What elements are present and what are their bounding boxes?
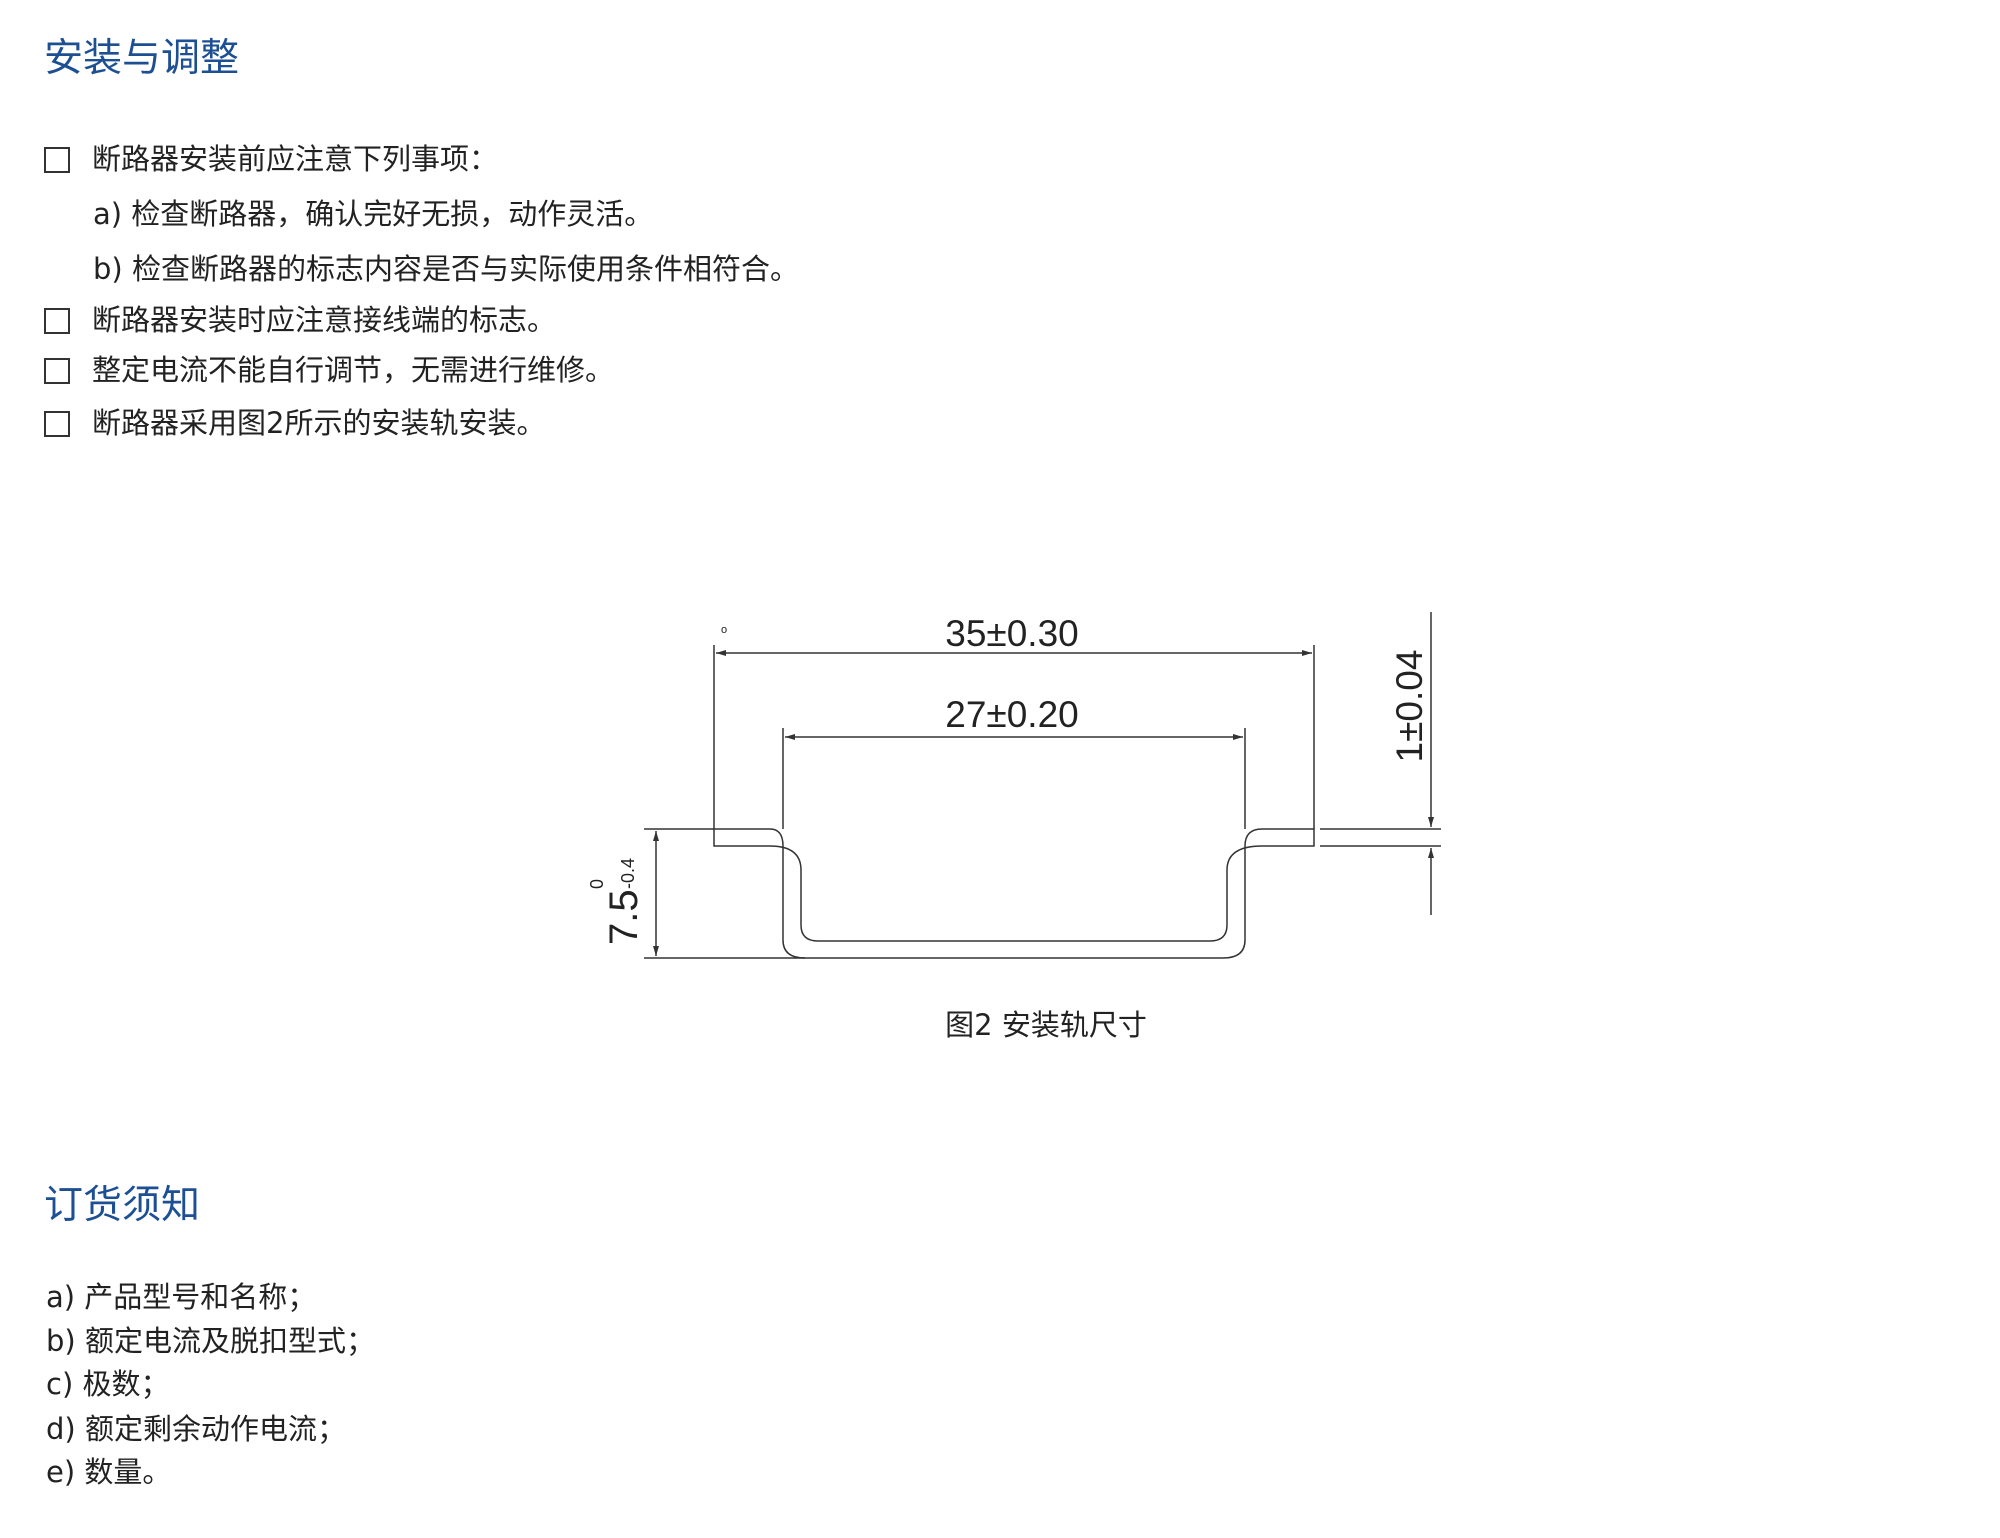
checklist-item-text: 整定电流不能自行调节，无需进行维修。 <box>92 353 615 387</box>
checklist-item-text: 断路器安装时应注意接线端的标志。 <box>92 303 557 337</box>
dim-height-upper-tol: 0 <box>587 879 607 889</box>
sub-item: a) 检查断路器，确认完好无损，动作灵活。 <box>93 197 654 231</box>
rail-profile-outer <box>713 828 1315 959</box>
checkbox-icon <box>44 307 70 334</box>
figure-caption: 图2 安装轨尺寸 <box>945 1008 1147 1042</box>
checkbox-icon <box>44 410 70 437</box>
checklist-item: 断路器采用图2所示的安装轨安装。 <box>44 409 545 438</box>
order-item: d) 额定剩余动作电流； <box>46 1412 346 1446</box>
stray-mark: o <box>721 624 727 636</box>
dim-height: 7.5 <box>602 889 646 945</box>
checkbox-icon <box>44 146 70 173</box>
order-item: a) 产品型号和名称； <box>46 1280 317 1314</box>
order-item: b) 额定电流及脱扣型式； <box>46 1324 375 1358</box>
dim-outer-width: 35±0.30 <box>945 613 1078 654</box>
checklist-item: 整定电流不能自行调节，无需进行维修。 <box>44 356 614 385</box>
checklist-item-text: 断路器安装前应注意下列事项： <box>92 142 499 176</box>
order-item: e) 数量。 <box>46 1455 172 1489</box>
dim-thickness: 1±0.04 <box>1389 650 1430 763</box>
section-title-installation: 安装与调整 <box>44 36 240 81</box>
checkbox-icon <box>44 357 70 384</box>
checklist-item: 断路器安装时应注意接线端的标志。 <box>44 306 556 335</box>
checklist-item: 断路器安装前应注意下列事项： <box>44 145 498 174</box>
dim-height-lower-tol: -0.4 <box>618 858 638 889</box>
section-title-ordering: 订货须知 <box>44 1183 201 1228</box>
dim-inner-width: 27±0.20 <box>945 694 1078 735</box>
checklist-item-text: 断路器采用图2所示的安装轨安装。 <box>92 406 546 440</box>
order-item: c) 极数； <box>46 1367 170 1401</box>
sub-item: b) 检查断路器的标志内容是否与实际使用条件相符合。 <box>93 252 799 286</box>
